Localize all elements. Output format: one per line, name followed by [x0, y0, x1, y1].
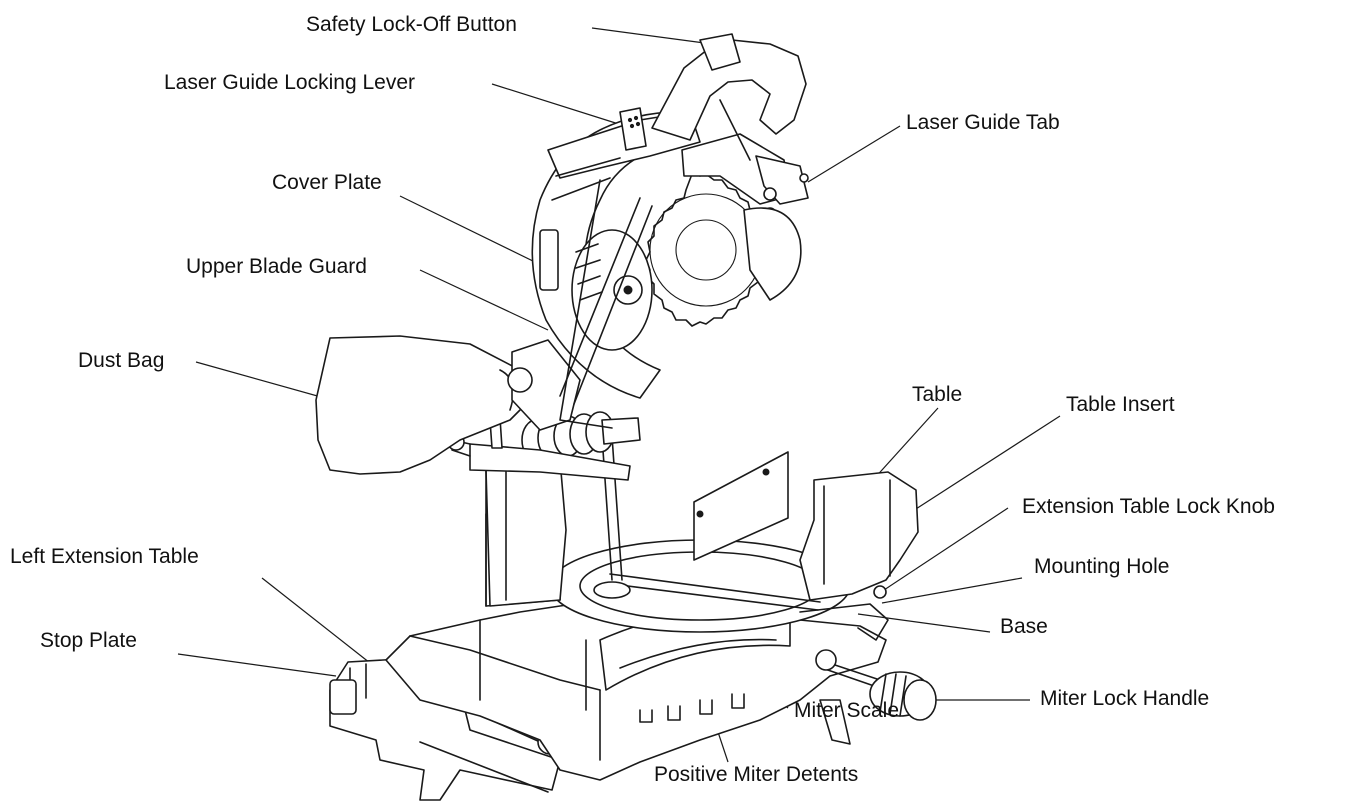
label-upper-blade-guard: Upper Blade Guard — [186, 255, 367, 278]
leader-stop-plate — [177, 653, 337, 677]
label-safety-lock-off-button: Safety Lock-Off Button — [306, 13, 517, 36]
leader-lines — [177, 27, 1061, 763]
label-stop-plate: Stop Plate — [40, 629, 137, 652]
leader-left-extension-table — [261, 577, 385, 675]
label-extension-table-lock-knob: Extension Table Lock Knob — [1022, 495, 1275, 518]
label-laser-guide-locking-lever: Laser Guide Locking Lever — [164, 71, 415, 94]
label-base: Base — [1000, 615, 1048, 638]
leader-base — [857, 613, 991, 633]
label-miter-scale: Miter Scale — [794, 699, 900, 722]
leader-laser-guide-locking-lever — [491, 83, 626, 127]
leader-upper-blade-guard — [419, 269, 549, 331]
label-mounting-hole: Mounting Hole — [1034, 555, 1170, 578]
label-cover-plate: Cover Plate — [272, 171, 382, 194]
label-table-insert: Table Insert — [1066, 393, 1175, 416]
label-dust-bag: Dust Bag — [78, 349, 165, 372]
label-positive-miter-detents: Positive Miter Detents — [654, 763, 859, 786]
leader-extension-table-lock-knob — [883, 507, 1009, 591]
saw-arm — [315, 335, 641, 607]
saw-base — [329, 451, 937, 801]
label-miter-lock-handle: Miter Lock Handle — [1040, 687, 1210, 710]
leader-safety-lock-off-button — [591, 27, 713, 45]
label-left-extension-table: Left Extension Table — [10, 545, 199, 568]
label-laser-guide-tab: Laser Guide Tab — [906, 111, 1060, 134]
label-table: Table — [912, 383, 963, 406]
saw-head — [531, 33, 809, 429]
leader-mounting-hole — [881, 577, 1023, 604]
leader-laser-guide-tab — [807, 125, 901, 183]
